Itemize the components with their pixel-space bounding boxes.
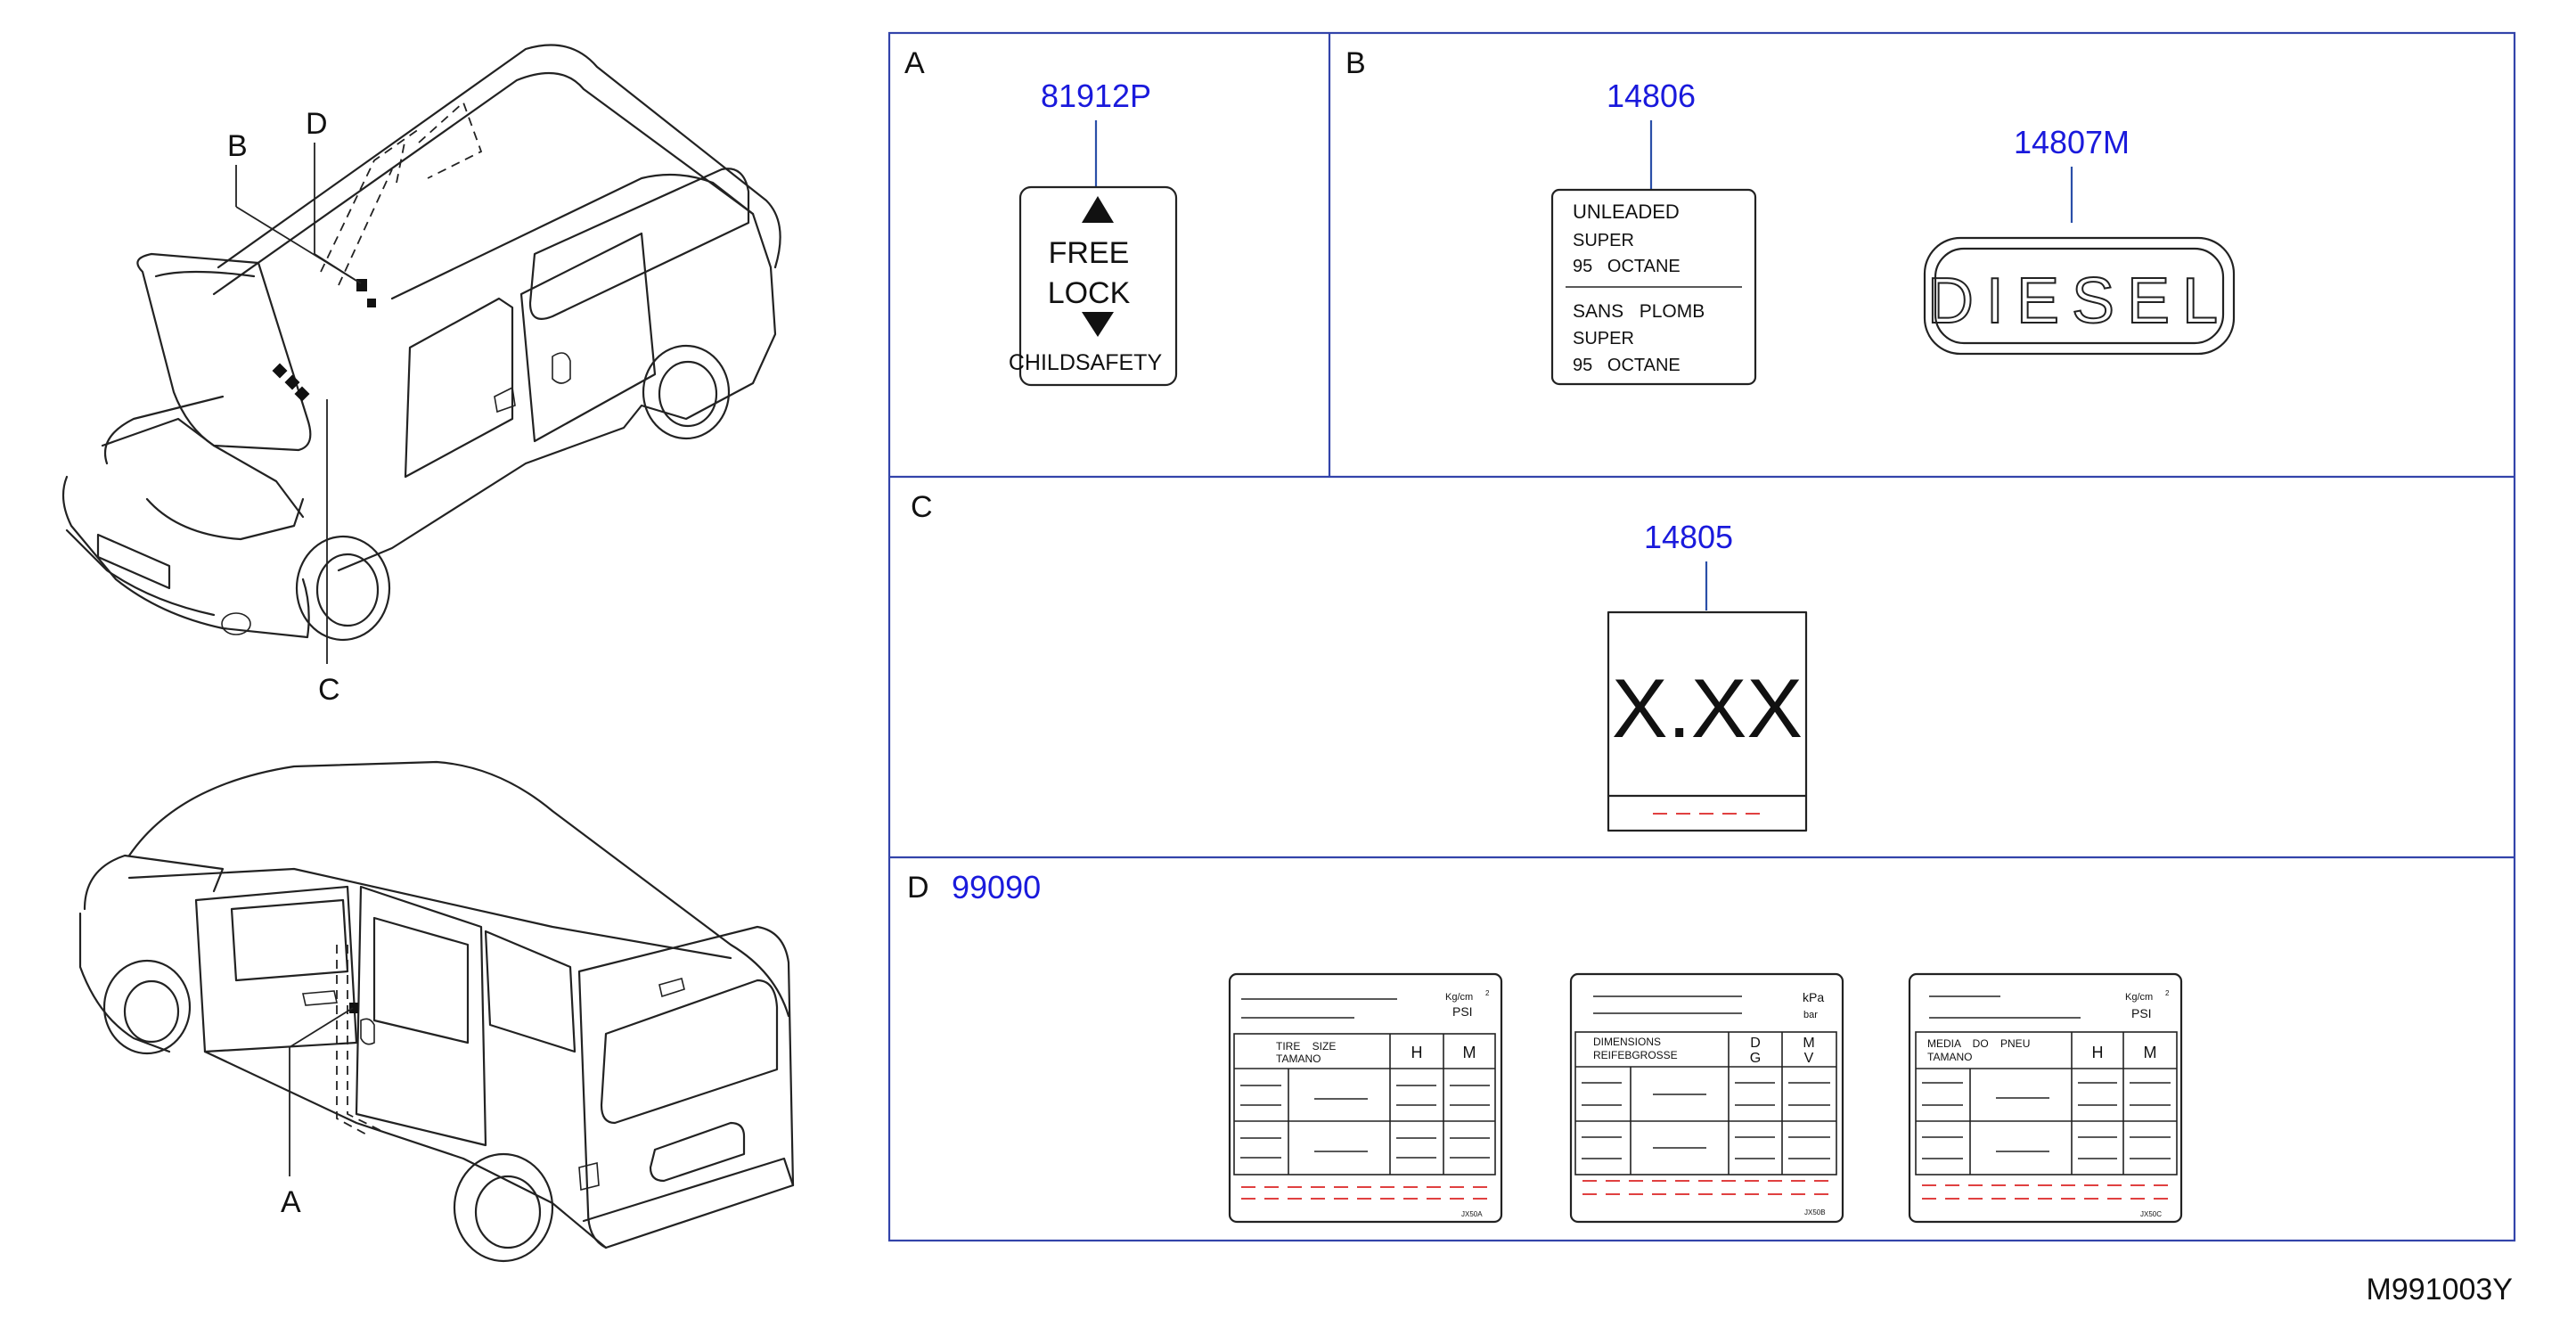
card3-unit2: PSI	[2131, 1006, 2152, 1020]
section-c: C 14805 X.XX	[911, 490, 1808, 832]
fuel-line-1: UNLEADED	[1573, 201, 1680, 223]
fuel-line-6: 95 OCTANE	[1573, 356, 1681, 375]
part-number-81912p: 81912P	[1041, 78, 1151, 114]
card2-h3b: V	[1804, 1051, 1814, 1066]
part-number-14806: 14806	[1607, 78, 1696, 114]
card1-unit1: Kg/cm	[1445, 992, 1473, 1003]
card3-code: JX50C	[2140, 1210, 2162, 1218]
card1-h1a: TIRE SIZE	[1276, 1040, 1336, 1053]
child-safety-lock-label: FREE LOCK CHILDSAFETY	[1009, 185, 1178, 387]
card1-h1b: TAMANO	[1276, 1053, 1321, 1065]
section-d: D 99090 Kg/cm 2 PSI TIRE SIZE TAMANO H M	[907, 869, 2183, 1224]
card1-code: JX50A	[1461, 1210, 1483, 1218]
card1-h3: M	[1463, 1044, 1476, 1061]
parts-table-frame	[887, 31, 2516, 1242]
card3-unit-sup: 2	[2165, 989, 2170, 997]
fuel-octane-label: UNLEADED SUPER 95 OCTANE SANS PLOMB SUPE…	[1550, 188, 1757, 386]
section-b: B 14806 UNLEADED SUPER 95 OCTANE SANS PL…	[1345, 46, 2236, 386]
tire-pressure-card-3: Kg/cm 2 PSI MEDIA DO PNEU TAMANO H M	[1908, 972, 2183, 1224]
fuel-line-3: 95 OCTANE	[1573, 257, 1681, 276]
fuel-line-5: SUPER	[1573, 329, 1634, 348]
card3-h1b: TAMANO	[1927, 1051, 1972, 1063]
van-rear-view	[78, 760, 795, 1263]
card2-unit1: kPa	[1803, 990, 1824, 1004]
part-number-14807m: 14807M	[2014, 124, 2130, 160]
callout-b: B	[227, 129, 248, 163]
section-d-letter: D	[907, 871, 929, 905]
card1-unit2: PSI	[1452, 1004, 1473, 1019]
card2-h1a: DIMENSIONS	[1593, 1036, 1661, 1048]
fuel-line-4: SANS PLOMB	[1573, 301, 1705, 322]
section-b-letter: B	[1345, 46, 1366, 80]
up-arrow-icon	[1082, 196, 1114, 223]
van-front-view	[61, 44, 781, 664]
card1-unit-sup: 2	[1485, 989, 1490, 997]
diagram-code: M991003Y	[2367, 1273, 2513, 1307]
card2-h2b: G	[1750, 1051, 1761, 1066]
card3-unit1: Kg/cm	[2125, 992, 2153, 1003]
card3-h1a: MEDIA DO PNEU	[1927, 1037, 2030, 1050]
tire-pressure-card-2: kPa bar DIMENSIONS REIFEBGROSSE D G M V	[1569, 972, 1844, 1224]
card2-h3a: M	[1803, 1036, 1814, 1051]
childsafety-text: CHILDSAFETY	[1009, 350, 1163, 375]
card2-code: JX50B	[1804, 1208, 1826, 1216]
value-text: X.XX	[1612, 661, 1803, 755]
value-label: X.XX	[1607, 610, 1808, 832]
diesel-label: DIESEL	[1923, 236, 2236, 356]
diesel-text: DIESEL	[1927, 266, 2230, 337]
free-text: FREE	[1049, 236, 1130, 270]
card3-h3: M	[2144, 1044, 2157, 1061]
callout-d: D	[306, 107, 328, 141]
card1-h2: H	[1411, 1044, 1423, 1061]
part-number-99090: 99090	[952, 869, 1041, 905]
callout-c: C	[318, 673, 340, 707]
card2-h2a: D	[1750, 1036, 1761, 1051]
tire-pressure-card-1: Kg/cm 2 PSI TIRE SIZE TAMANO H M	[1228, 972, 1503, 1224]
card2-h1b: REIFEBGROSSE	[1593, 1049, 1678, 1061]
section-a: A 81912P FREE LOCK CHILDSAFETY	[904, 46, 1178, 387]
lock-text: LOCK	[1048, 276, 1131, 310]
card2-unit2: bar	[1803, 1010, 1818, 1020]
down-arrow-icon	[1082, 312, 1114, 337]
callout-a: A	[281, 1185, 301, 1219]
section-c-letter: C	[911, 490, 933, 524]
fuel-line-2: SUPER	[1573, 231, 1634, 250]
part-number-14805: 14805	[1644, 519, 1733, 555]
card3-h2: H	[2092, 1044, 2104, 1061]
section-a-letter: A	[904, 46, 925, 80]
